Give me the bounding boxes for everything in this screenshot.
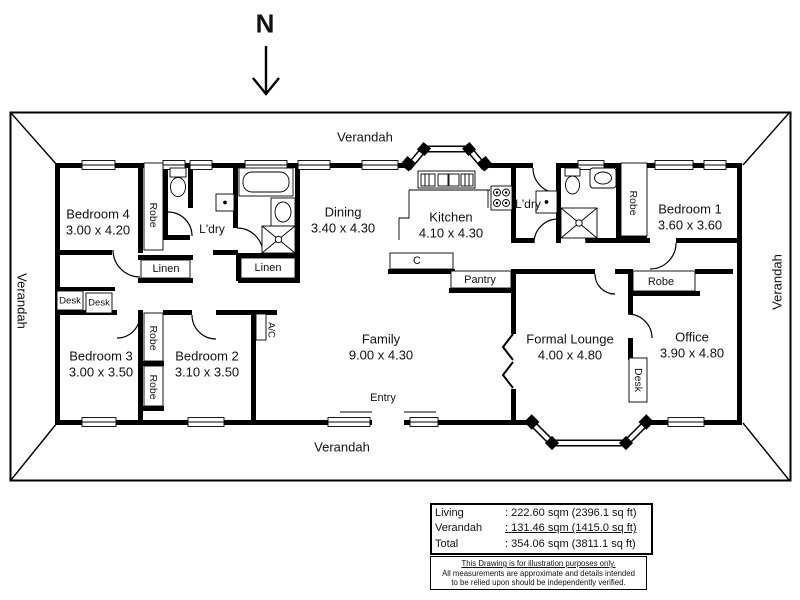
area-row-label: Verandah (435, 522, 483, 535)
room-label-formal-lounge: Formal Lounge 4.00 x 4.80 (526, 331, 614, 363)
desk-label-hall-1: Desk (59, 295, 81, 307)
area-row-value: : 131.46 sqm (1415.0 sq ft) (505, 522, 637, 535)
disclaimer-line: All measurements are approximate and det… (442, 568, 635, 578)
linen-label-right: Linen (254, 262, 282, 274)
linen-box-right (240, 257, 296, 279)
robe-label-bedroom3: Robe (147, 325, 159, 351)
vanity-icon (270, 197, 296, 227)
robe-box-hall (632, 270, 696, 292)
shower-icon-main (261, 225, 296, 254)
kitchen-bench-icon (398, 189, 490, 240)
window (361, 160, 399, 170)
area-row-value: : 222.60 sqm (2396.1 sq ft) (505, 507, 637, 519)
laundry-tub-icon (535, 190, 558, 214)
cupboard-box (389, 252, 454, 270)
verandah-corner-lines (10, 112, 790, 481)
disclaimer-line: This Drawing is for illustration purpose… (461, 559, 616, 568)
north-arrow-icon (252, 46, 280, 96)
table-row: Verandah : 131.46 sqm (1415.0 sq ft) (435, 521, 648, 536)
window (297, 160, 331, 170)
north-label: N (255, 8, 275, 39)
window (189, 160, 213, 170)
window (327, 417, 371, 427)
room-label-office: Office 3.90 x 4.80 (659, 329, 725, 361)
room-label-bedroom2: Bedroom 2 3.10 x 3.50 (174, 348, 240, 380)
window (703, 160, 727, 170)
table-row: Total : 354.06 sqm (3811.1 sq ft) (435, 537, 648, 552)
room-label-bedroom1: Bedroom 1 3.60 x 3.60 (657, 201, 723, 233)
area-row-value: : 354.06 sqm (3811.1 sq ft) (505, 537, 636, 550)
pantry-label: Pantry (464, 274, 496, 286)
verandah-label-right: Verandah (769, 254, 785, 310)
kitchen-sink-icon (417, 170, 476, 189)
opening-zigzag (501, 333, 514, 389)
linen-label-left: Linen (152, 263, 180, 275)
room-label-dining: Dining 3.40 x 4.30 (310, 204, 376, 236)
robe-label-hall: Robe (647, 276, 675, 288)
cupboard-label: C (413, 255, 421, 267)
room-label-kitchen: Kitchen 4.10 x 4.30 (418, 209, 484, 241)
ldry-label-left: L'dry (199, 222, 225, 236)
desk-label-hall-2: Desk (88, 297, 110, 309)
toilet-icon-wc (169, 167, 187, 197)
window (654, 160, 694, 170)
area-row-label: Living (435, 507, 464, 519)
robe-label-bedroom4: Robe (147, 202, 159, 228)
window (81, 160, 116, 170)
room-label-family: Family 9.00 x 4.30 (348, 331, 414, 363)
desk-label-office: Desk (632, 368, 644, 392)
door-arc (167, 211, 193, 237)
robe-label-bedroom2: Robe (147, 374, 159, 400)
ac-label: A/C (265, 322, 277, 338)
door-arc (533, 218, 559, 244)
robe-box-bedroom3 (143, 312, 164, 362)
room-label-bedroom3: Bedroom 3 3.00 x 3.50 (68, 348, 134, 380)
stove-icon (490, 185, 513, 211)
disclaimer-box: This Drawing is for illustration purpose… (430, 556, 647, 590)
door-arc (191, 314, 217, 340)
toilet-icon-ensuite (564, 167, 581, 195)
verandah-label-bottom: Verandah (314, 439, 370, 455)
verandah-label-left: Verandah (14, 273, 30, 329)
window (409, 417, 439, 427)
laundry-trough-icon (215, 193, 235, 212)
desk-box-hall-2 (85, 292, 113, 314)
door-arc (594, 273, 616, 295)
area-row-label: Total (435, 537, 459, 550)
entry-label: Entry (370, 392, 396, 404)
room-label-bedroom4: Bedroom 4 3.00 x 4.20 (65, 206, 131, 238)
robe-box-bedroom2 (143, 365, 164, 407)
windows (81, 160, 727, 427)
robe-label-ensuite: Robe (627, 190, 639, 216)
interior-walls (55, 163, 742, 425)
door-arc (627, 313, 653, 339)
window (667, 417, 705, 427)
ac-box (255, 313, 267, 341)
door-arc (112, 249, 141, 278)
area-summary-table: Living : 222.60 sqm (2396.1 sq ft) Verand… (430, 503, 653, 555)
pantry-box (450, 270, 512, 289)
door-arc (649, 242, 677, 270)
disclaimer-line: to be relied upon should be independentl… (451, 578, 626, 588)
basin-icon-ensuite (589, 167, 617, 189)
shower-icon-ensuite (560, 207, 598, 239)
robe-box-bedroom4 (143, 162, 164, 251)
robe-box-ensuite (620, 162, 648, 237)
door-arc (116, 314, 141, 339)
desk-box-hall-1 (56, 290, 84, 311)
linen-box-left (140, 259, 191, 279)
ldry-label-right: L'dry (515, 197, 541, 211)
verandah-label-top: Verandah (337, 129, 393, 145)
window (187, 417, 225, 427)
table-row: Living : 222.60 sqm (2396.1 sq ft) (435, 506, 648, 521)
window (81, 417, 117, 427)
bath-icon (238, 167, 294, 197)
bay-window-kitchen (400, 141, 493, 172)
desk-box-office (628, 357, 648, 403)
